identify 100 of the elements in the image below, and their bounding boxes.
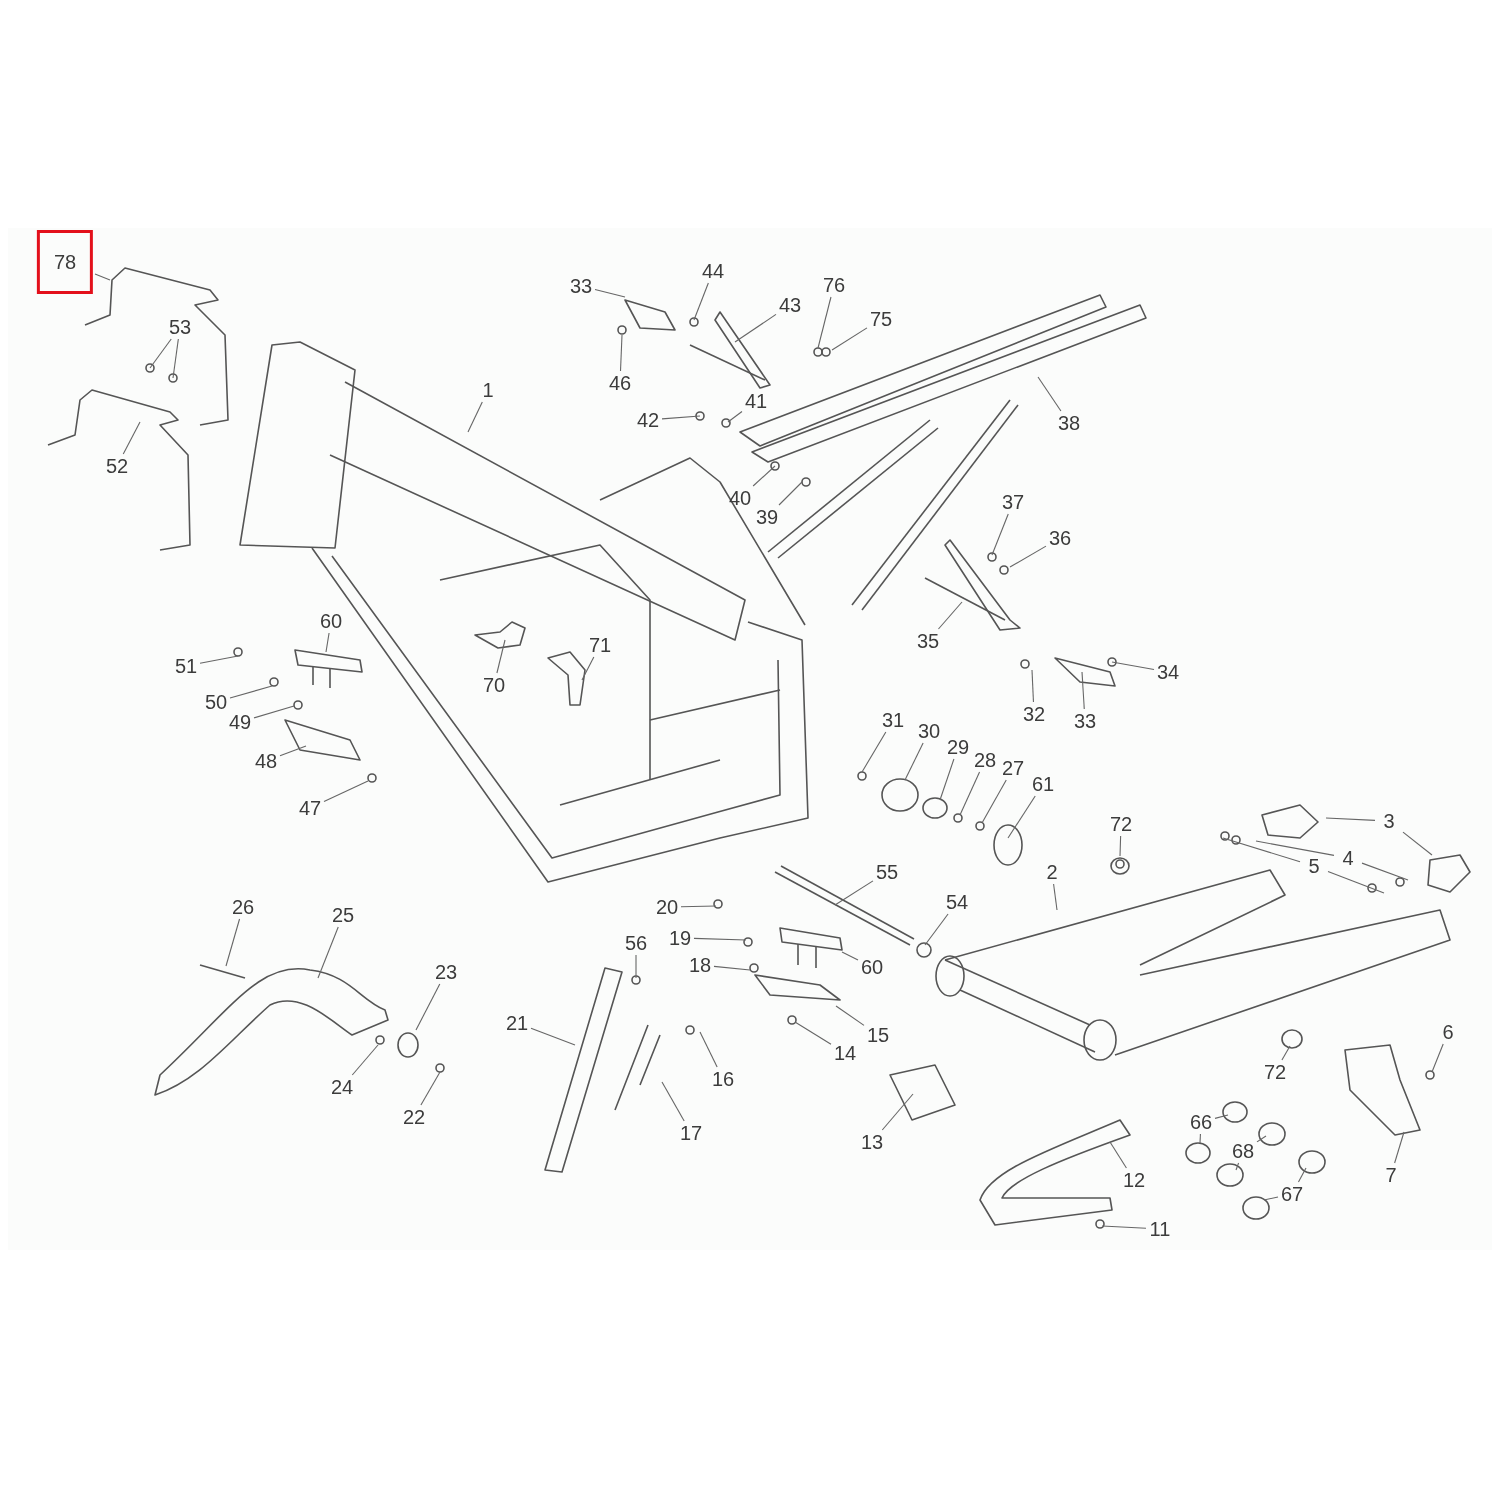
callout-number: 75 — [867, 308, 895, 330]
callout-number: 13 — [858, 1131, 886, 1153]
leader-line — [734, 313, 777, 343]
leader-line — [325, 632, 330, 653]
leader-line — [1327, 870, 1385, 894]
callout-number: 43 — [776, 294, 804, 316]
leader-line — [1361, 862, 1409, 881]
callout-number: 42 — [634, 409, 662, 431]
leader-line — [496, 639, 506, 674]
callout-number: 35 — [914, 630, 942, 652]
callout-number: 25 — [329, 904, 357, 926]
callout-number: 48 — [252, 750, 280, 772]
leader-line — [1281, 1045, 1291, 1061]
leader-line — [1222, 837, 1301, 863]
leader-line — [172, 338, 179, 379]
leader-line — [279, 745, 307, 757]
leader-line — [594, 288, 626, 298]
leader-line — [1235, 1162, 1240, 1171]
callout-number: 15 — [864, 1024, 892, 1046]
leader-line — [1031, 669, 1034, 703]
callout-number: 11 — [1147, 1218, 1173, 1240]
callout-number: 5 — [1306, 855, 1322, 877]
leader-line — [699, 1031, 718, 1068]
leader-line — [939, 758, 955, 801]
callout-number: 51 — [172, 655, 200, 677]
leader-line — [1263, 1196, 1279, 1201]
callout-number: 33 — [1071, 710, 1099, 732]
callout-number: 44 — [699, 260, 727, 282]
leader-line — [991, 513, 1009, 556]
leader-line — [661, 415, 701, 420]
callout-number: 33 — [567, 275, 595, 297]
callout-number: 40 — [726, 487, 754, 509]
leader-line — [835, 1005, 865, 1026]
leader-line — [1119, 835, 1122, 857]
leader-line — [861, 731, 887, 773]
leader-line — [752, 465, 776, 487]
leader-line — [1053, 883, 1058, 911]
leader-line — [904, 742, 924, 781]
leader-line — [199, 655, 239, 664]
callout-number: 38 — [1055, 412, 1083, 434]
leader-line — [1199, 1133, 1201, 1144]
callout-number: 70 — [480, 674, 508, 696]
callout-number: 19 — [666, 927, 694, 949]
leader-line — [1325, 817, 1376, 821]
callout-number: 52 — [103, 455, 131, 477]
leader-line — [1111, 661, 1155, 671]
leader-line — [94, 273, 111, 281]
callout-number: 18 — [686, 954, 714, 976]
callout-number: 53 — [166, 316, 194, 338]
leader-line — [1402, 831, 1433, 856]
leader-line — [635, 954, 637, 979]
callout-number: 39 — [753, 506, 781, 528]
callout-number: 50 — [202, 691, 230, 713]
leader-line — [981, 779, 1007, 824]
leader-line — [317, 926, 339, 979]
callout-number: 2 — [1044, 861, 1060, 883]
callout-number: 20 — [653, 896, 681, 918]
leader-line — [1109, 1141, 1127, 1169]
leader-line — [467, 401, 483, 433]
highlighted-callout-number: 78 — [36, 230, 94, 294]
callout-number: 30 — [915, 720, 943, 742]
leader-line — [1394, 1131, 1405, 1164]
callout-number: 7 — [1383, 1164, 1399, 1186]
leader-line — [581, 656, 595, 681]
leader-line — [817, 296, 832, 349]
callout-number: 34 — [1154, 661, 1182, 683]
leader-line — [1009, 545, 1047, 568]
leader-line — [841, 951, 859, 961]
callout-number: 41 — [742, 390, 770, 412]
callout-number: 61 — [1029, 773, 1057, 795]
leader-line — [693, 937, 747, 941]
callout-number: 27 — [999, 757, 1027, 779]
callout-number: 76 — [820, 274, 848, 296]
callout-number: 46 — [606, 372, 634, 394]
callout-number: 14 — [831, 1042, 859, 1064]
leader-line — [1255, 840, 1335, 856]
callout-number: 67 — [1278, 1183, 1306, 1205]
callout-number: 4 — [1340, 847, 1356, 869]
leader-line — [1101, 1225, 1147, 1229]
callout-number: 32 — [1020, 703, 1048, 725]
leader-line — [1256, 1135, 1267, 1143]
callout-number: 37 — [999, 491, 1027, 513]
callout-number: 22 — [400, 1106, 428, 1128]
callout-number: 24 — [328, 1076, 356, 1098]
callout-number: 6 — [1440, 1021, 1456, 1043]
leader-line — [415, 983, 441, 1031]
leader-line — [727, 410, 743, 423]
leader-line — [149, 338, 172, 369]
callout-number: 49 — [226, 711, 254, 733]
leader-line — [253, 705, 295, 719]
leader-line — [959, 771, 981, 816]
callout-number: 3 — [1381, 810, 1397, 832]
callout-number: 31 — [879, 709, 907, 731]
callout-number: 21 — [503, 1012, 531, 1034]
callout-number: 72 — [1261, 1061, 1289, 1083]
leader-line — [831, 327, 868, 351]
leader-line — [713, 965, 751, 971]
leader-line — [225, 918, 241, 967]
leader-line — [693, 282, 709, 321]
callout-number: 54 — [943, 891, 971, 913]
